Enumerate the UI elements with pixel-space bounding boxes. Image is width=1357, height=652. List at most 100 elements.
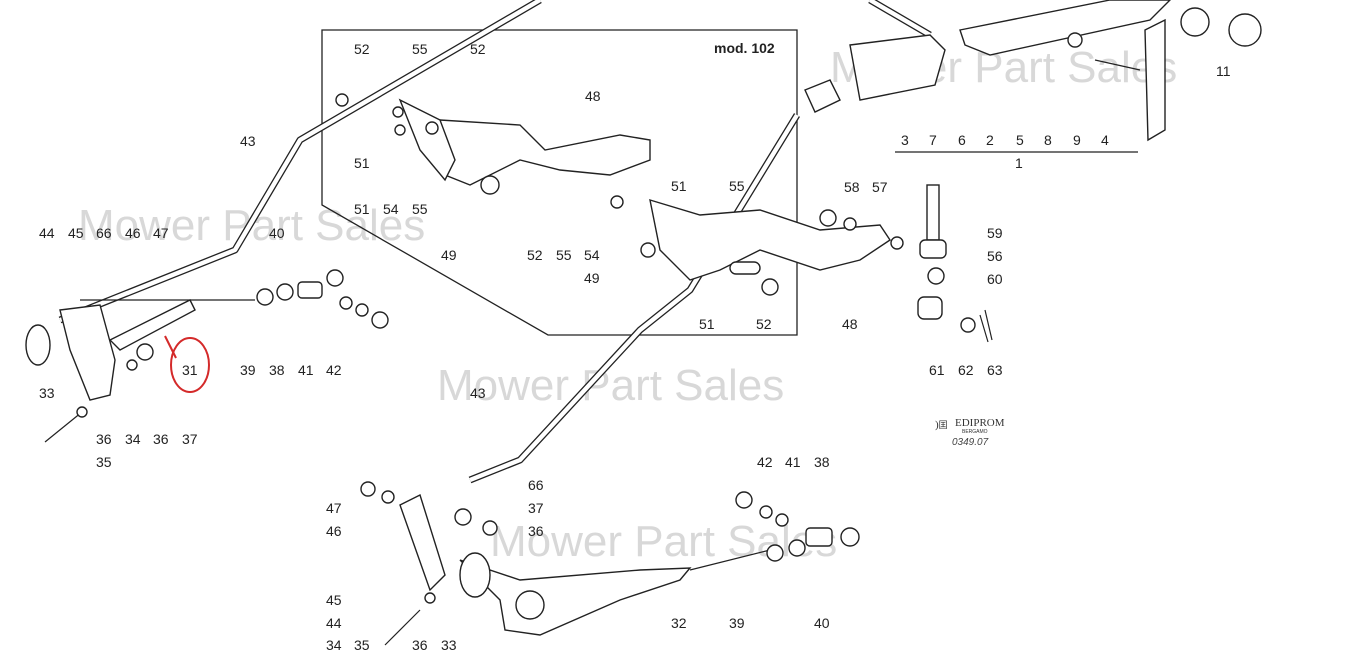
pivot-33 <box>459 552 491 598</box>
callout: 45 <box>68 225 84 241</box>
callout: 61 <box>929 362 945 378</box>
callouts-right: 48 58 57 59 56 60 61 62 63 <box>842 179 1003 378</box>
highlight-pointer <box>164 335 177 359</box>
bolt-52 <box>335 93 349 107</box>
watermark: Mower Part Sales <box>437 361 784 410</box>
bracket-45 <box>399 494 446 592</box>
callout: 55 <box>729 178 745 194</box>
bolt-5 <box>1067 32 1083 48</box>
callout: 5 <box>1016 132 1024 148</box>
slot <box>729 261 761 275</box>
callout: 52 <box>527 247 543 263</box>
cap-11 <box>1228 13 1262 47</box>
nut-38 <box>276 283 294 301</box>
callout: 11 <box>1216 63 1231 79</box>
washer-41 <box>775 513 789 527</box>
callout: 4 <box>1101 132 1109 148</box>
callout: 40 <box>269 225 285 241</box>
callout: 38 <box>814 454 830 470</box>
lever-48 <box>439 119 651 186</box>
grip-7 <box>849 34 946 101</box>
washer-62 <box>960 317 976 333</box>
pivot-33 <box>25 324 51 366</box>
callout: 58 <box>844 179 860 195</box>
clip-63 <box>979 309 993 343</box>
lever-48 <box>649 198 891 281</box>
callout: 59 <box>987 225 1003 241</box>
logo-brand: EDIPROM <box>955 417 1005 429</box>
nut-58 <box>819 209 837 227</box>
callout: 51 <box>354 201 370 217</box>
lever-32 <box>459 559 692 636</box>
washer-41 <box>355 303 369 317</box>
callout: 55 <box>556 247 572 263</box>
washer-34 <box>126 359 138 371</box>
threaded-rod <box>689 549 771 571</box>
callout: 45 <box>326 592 342 608</box>
callout: 35 <box>96 454 112 470</box>
callout: 57 <box>872 179 888 195</box>
callout: 34 <box>326 637 342 652</box>
callout: 2 <box>986 132 994 148</box>
bolt-52 <box>610 195 624 209</box>
callout: 54 <box>383 201 399 217</box>
pivot-hole <box>515 590 545 620</box>
nut-39 <box>256 288 274 306</box>
callouts-top-right: 11 3 7 6 2 5 8 9 4 1 <box>901 63 1231 171</box>
svg-text:)囯: )囯 <box>935 419 948 431</box>
callout: 33 <box>441 637 457 652</box>
drawing-code: 0349.07 <box>952 437 989 448</box>
callout: 42 <box>326 362 342 378</box>
callout: 33 <box>39 385 55 401</box>
callout: 52 <box>756 316 772 332</box>
lower-rod-43 <box>468 113 800 484</box>
callout: 44 <box>39 225 55 241</box>
callout: 44 <box>326 615 342 631</box>
nut-36 <box>482 520 498 536</box>
callout: 34 <box>125 431 141 447</box>
pin-54 <box>425 121 439 135</box>
bolt-35 <box>384 609 421 646</box>
callout: 47 <box>326 500 342 516</box>
callout: 55 <box>412 201 428 217</box>
pin-61 <box>917 296 943 320</box>
callout: 54 <box>584 247 600 263</box>
swivel-56 <box>919 239 947 259</box>
nut-39 <box>766 544 784 562</box>
logo-city: BERGAMO <box>962 429 988 435</box>
callout: 56 <box>987 248 1003 264</box>
callout: 48 <box>585 88 601 104</box>
callout: 47 <box>153 225 169 241</box>
callout: 41 <box>298 362 314 378</box>
callouts-bottom: 43 42 41 38 66 47 37 46 36 45 44 34 35 3… <box>326 385 830 652</box>
callout: 1 <box>1015 155 1023 171</box>
callout: 66 <box>528 477 544 493</box>
callout: 46 <box>326 523 342 539</box>
callout: 52 <box>354 41 370 57</box>
nut-39 <box>788 539 806 557</box>
callout: 42 <box>757 454 773 470</box>
link-31 <box>108 299 196 351</box>
washer-36 <box>424 592 436 604</box>
callout: 40 <box>814 615 830 631</box>
callout-31: 31 <box>182 362 198 378</box>
washer-46 <box>381 490 395 504</box>
callout: 55 <box>412 41 428 57</box>
nut-60 <box>927 267 945 285</box>
callouts-inset: 52 55 52 48 51 51 54 55 49 51 55 52 55 5… <box>354 41 772 332</box>
nut-47 <box>360 481 376 497</box>
washer-57 <box>843 217 857 231</box>
washer-41 <box>759 505 773 519</box>
callout: 43 <box>240 133 256 149</box>
callout: 35 <box>354 637 370 652</box>
washer-41 <box>339 296 353 310</box>
callout: 39 <box>729 615 745 631</box>
swivel-38 <box>805 527 833 547</box>
callout: 41 <box>785 454 801 470</box>
callout: 43 <box>470 385 486 401</box>
nut-42 <box>735 491 753 509</box>
callout: 37 <box>182 431 198 447</box>
callout: 32 <box>671 615 687 631</box>
washer-49 <box>640 242 656 258</box>
swivel-40 <box>297 281 323 299</box>
